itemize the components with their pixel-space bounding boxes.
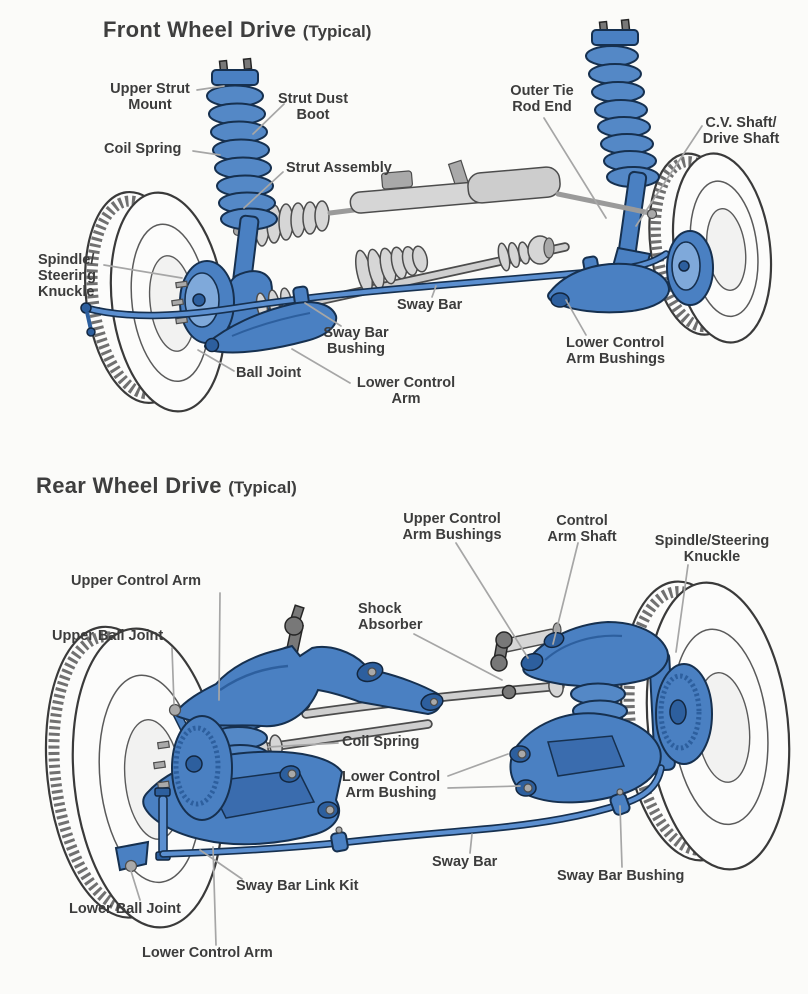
rear-sway-bar xyxy=(154,764,665,861)
leader-strut-assembly xyxy=(243,171,284,209)
label-lower-ball-joint: Lower Ball Joint xyxy=(69,901,181,917)
front-diagram-title: Front Wheel Drive (Typical) xyxy=(103,17,372,42)
rear-diagram-title: Rear Wheel Drive (Typical) xyxy=(36,473,297,498)
rear-diagram-art xyxy=(44,580,791,929)
leader-cv-shaft xyxy=(635,125,703,227)
label-lower-control-arm-bushings: Lower Control Arm Bushings xyxy=(566,335,666,367)
label-spindle-rear: Spindle/Steering Knuckle xyxy=(654,533,770,565)
front-diagram-art xyxy=(80,18,773,413)
label-sway-bar-bushing-front: Sway Bar Bushing xyxy=(323,325,389,357)
front-right-strut xyxy=(585,18,660,278)
leader-lower-arm-bushing-2 xyxy=(447,785,521,789)
front-title-text: Front Wheel Drive xyxy=(103,17,297,42)
leader-sway-bar-front xyxy=(431,285,437,298)
label-coil-spring-rear: Coil Spring xyxy=(342,734,420,750)
leader-upper-ball-joint xyxy=(171,647,175,705)
label-strut-dust-boot: Strut Dust Boot xyxy=(277,91,349,123)
leader-lower-control-arm-rear xyxy=(212,846,217,946)
label-lower-control-arm-front: Lower Control Arm xyxy=(356,375,456,407)
leader-sway-bar-rear xyxy=(469,833,473,854)
label-control-arm-shaft: Control Arm Shaft xyxy=(547,513,617,545)
rear-right-upper-control-arm xyxy=(520,620,669,688)
rear-right-lower-control-arm xyxy=(509,712,662,804)
label-upper-ball-joint: Upper Ball Joint xyxy=(52,628,164,644)
leader-upper-strut-mount xyxy=(196,85,225,91)
label-lower-control-arm-bushing: Lower Control Arm Bushing xyxy=(341,769,441,801)
front-right-knuckle-arm xyxy=(547,230,714,314)
label-spindle-front: Spindle/ Steering Knuckle xyxy=(38,252,97,300)
leader-upper-control-arm xyxy=(218,592,221,701)
leader-lower-ball-joint xyxy=(130,870,141,901)
leader-coil-spring-rear xyxy=(267,742,339,748)
rear-title-suffix: (Typical) xyxy=(228,478,297,497)
front-leader-lines xyxy=(103,85,703,384)
leader-lower-control-arm-bushings xyxy=(565,299,587,336)
label-lower-control-arm-rear: Lower Control Arm xyxy=(142,945,273,961)
label-ball-joint: Ball Joint xyxy=(236,365,302,381)
leader-strut-dust-boot xyxy=(252,103,285,135)
label-shock-absorber: Shock Absorber xyxy=(358,601,423,633)
label-upper-strut-mount: Upper Strut Mount xyxy=(110,81,190,113)
front-title-suffix: (Typical) xyxy=(302,22,372,41)
leader-sway-bar-bushing-rear xyxy=(619,805,623,868)
leader-coil-spring-front xyxy=(192,150,221,156)
leader-sway-bar-link-kit xyxy=(199,849,243,880)
label-sway-bar-bushing-rear: Sway Bar Bushing xyxy=(557,868,685,884)
leader-outer-tie-rod-end xyxy=(543,117,607,219)
front-lower-control-arm xyxy=(204,301,338,354)
rear-spindle-steering-knuckle xyxy=(648,650,713,772)
label-upper-control-arm-bushings: Upper Control Arm Bushings xyxy=(402,511,502,543)
leader-spindle-front xyxy=(103,264,183,279)
leader-upper-control-arm-bushings xyxy=(455,542,529,659)
leader-control-arm-shaft xyxy=(552,542,579,645)
label-sway-bar-front: Sway Bar xyxy=(397,297,463,313)
label-cv-shaft: C.V. Shaft/ Drive Shaft xyxy=(702,115,780,147)
front-left-tire xyxy=(83,190,227,413)
label-strut-assembly: Strut Assembly xyxy=(286,160,392,176)
leader-lower-arm-bushing-1 xyxy=(447,753,509,777)
leader-spindle-rear xyxy=(675,564,689,653)
leader-lower-control-arm-front xyxy=(291,348,351,384)
label-sway-bar-rear: Sway Bar xyxy=(432,854,498,870)
label-upper-control-arm: Upper Control Arm xyxy=(71,573,201,589)
label-sway-bar-link-kit: Sway Bar Link Kit xyxy=(236,878,359,894)
label-outer-tie-rod-end: Outer Tie Rod End xyxy=(510,83,574,115)
rear-leader-lines xyxy=(130,542,689,946)
leader-ball-joint xyxy=(197,349,235,372)
leader-sway-bar-bushing-front xyxy=(304,302,342,327)
leader-shock-absorber xyxy=(413,633,503,681)
rear-title-text: Rear Wheel Drive xyxy=(36,473,222,498)
label-coil-spring-front: Coil Spring xyxy=(104,141,182,157)
rear-left-hub xyxy=(114,715,233,873)
steering-rack xyxy=(232,159,658,247)
